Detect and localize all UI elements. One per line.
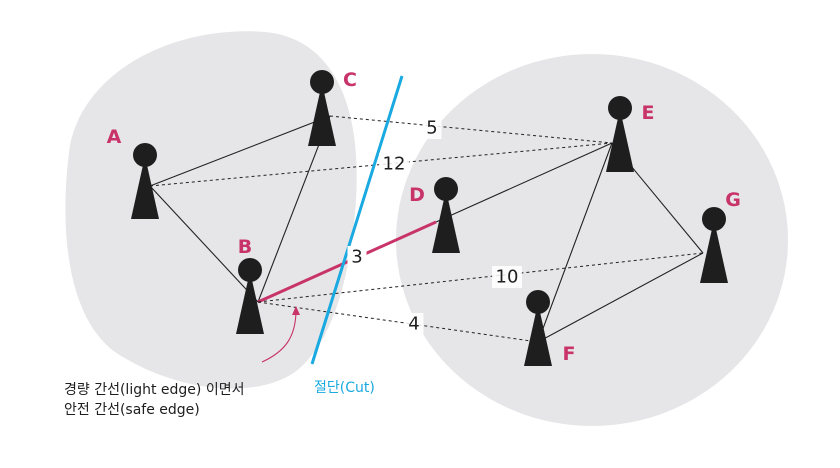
edge-weight-bg — [492, 266, 522, 288]
pawn-head-icon — [434, 177, 458, 201]
node-c — [308, 70, 336, 146]
cut-label: 절단(Cut) — [314, 380, 375, 396]
edge-weight-b-d: 3 — [351, 247, 362, 268]
node-label-a: A — [107, 126, 122, 148]
edge-c-e — [329, 115, 613, 144]
node-label-d: D — [409, 184, 425, 206]
edge-e-f — [537, 142, 613, 343]
pawn-body-icon — [236, 280, 264, 334]
pawn-body-icon — [524, 312, 552, 366]
annotation-arrow — [261, 309, 297, 363]
node-e — [606, 96, 634, 172]
annotation-arrowhead — [292, 306, 300, 315]
pawn-body-icon — [308, 92, 336, 146]
edge-weight-bg — [347, 246, 367, 268]
pawn-head-icon — [526, 290, 550, 314]
edge-b-c — [257, 115, 331, 303]
node-label-b: B — [238, 236, 252, 258]
edge-weight-bg — [422, 117, 442, 139]
node-label-f: F — [563, 343, 576, 365]
pawn-body-icon — [700, 229, 728, 283]
pawn-head-icon — [702, 207, 726, 231]
pawn-head-icon — [133, 143, 157, 167]
edge-weight-b-f: 4 — [408, 314, 419, 335]
node-g — [700, 207, 728, 283]
edge-e-d — [435, 142, 613, 223]
pawn-body-icon — [432, 199, 460, 253]
cut-line — [310, 75, 404, 365]
pawn-head-icon — [608, 96, 632, 120]
pawn-body-icon — [131, 165, 159, 219]
node-b — [236, 258, 264, 334]
edge-weight-a-e: 12 — [383, 154, 406, 175]
edge-b-g — [257, 252, 704, 303]
edge-weight-c-e: 5 — [426, 118, 437, 139]
node-f — [524, 290, 552, 366]
edge-weight-bg — [404, 313, 424, 335]
right-region — [396, 54, 788, 426]
annotation-line-1: 경량 간선(light edge) 이면서 — [64, 382, 244, 398]
annotation-line-2: 안전 간선(safe edge) — [64, 402, 200, 418]
pawn-head-icon — [310, 70, 334, 94]
edge-b-f — [257, 301, 539, 343]
pawn-body-icon — [606, 118, 634, 172]
node-a — [131, 143, 159, 219]
edge-weight-b-g: 10 — [496, 267, 519, 288]
node-d — [432, 177, 460, 253]
node-label-c: C — [343, 69, 357, 91]
pawn-head-icon — [238, 258, 262, 282]
edge-f-g — [537, 252, 704, 343]
node-label-g: G — [725, 189, 741, 211]
edge-a-b — [149, 185, 259, 303]
node-label-e: E — [642, 102, 655, 124]
edge-b-d — [257, 220, 437, 304]
edge-a-e — [149, 142, 613, 187]
edge-weight-bg — [379, 153, 409, 175]
edge-a-c — [149, 115, 331, 187]
